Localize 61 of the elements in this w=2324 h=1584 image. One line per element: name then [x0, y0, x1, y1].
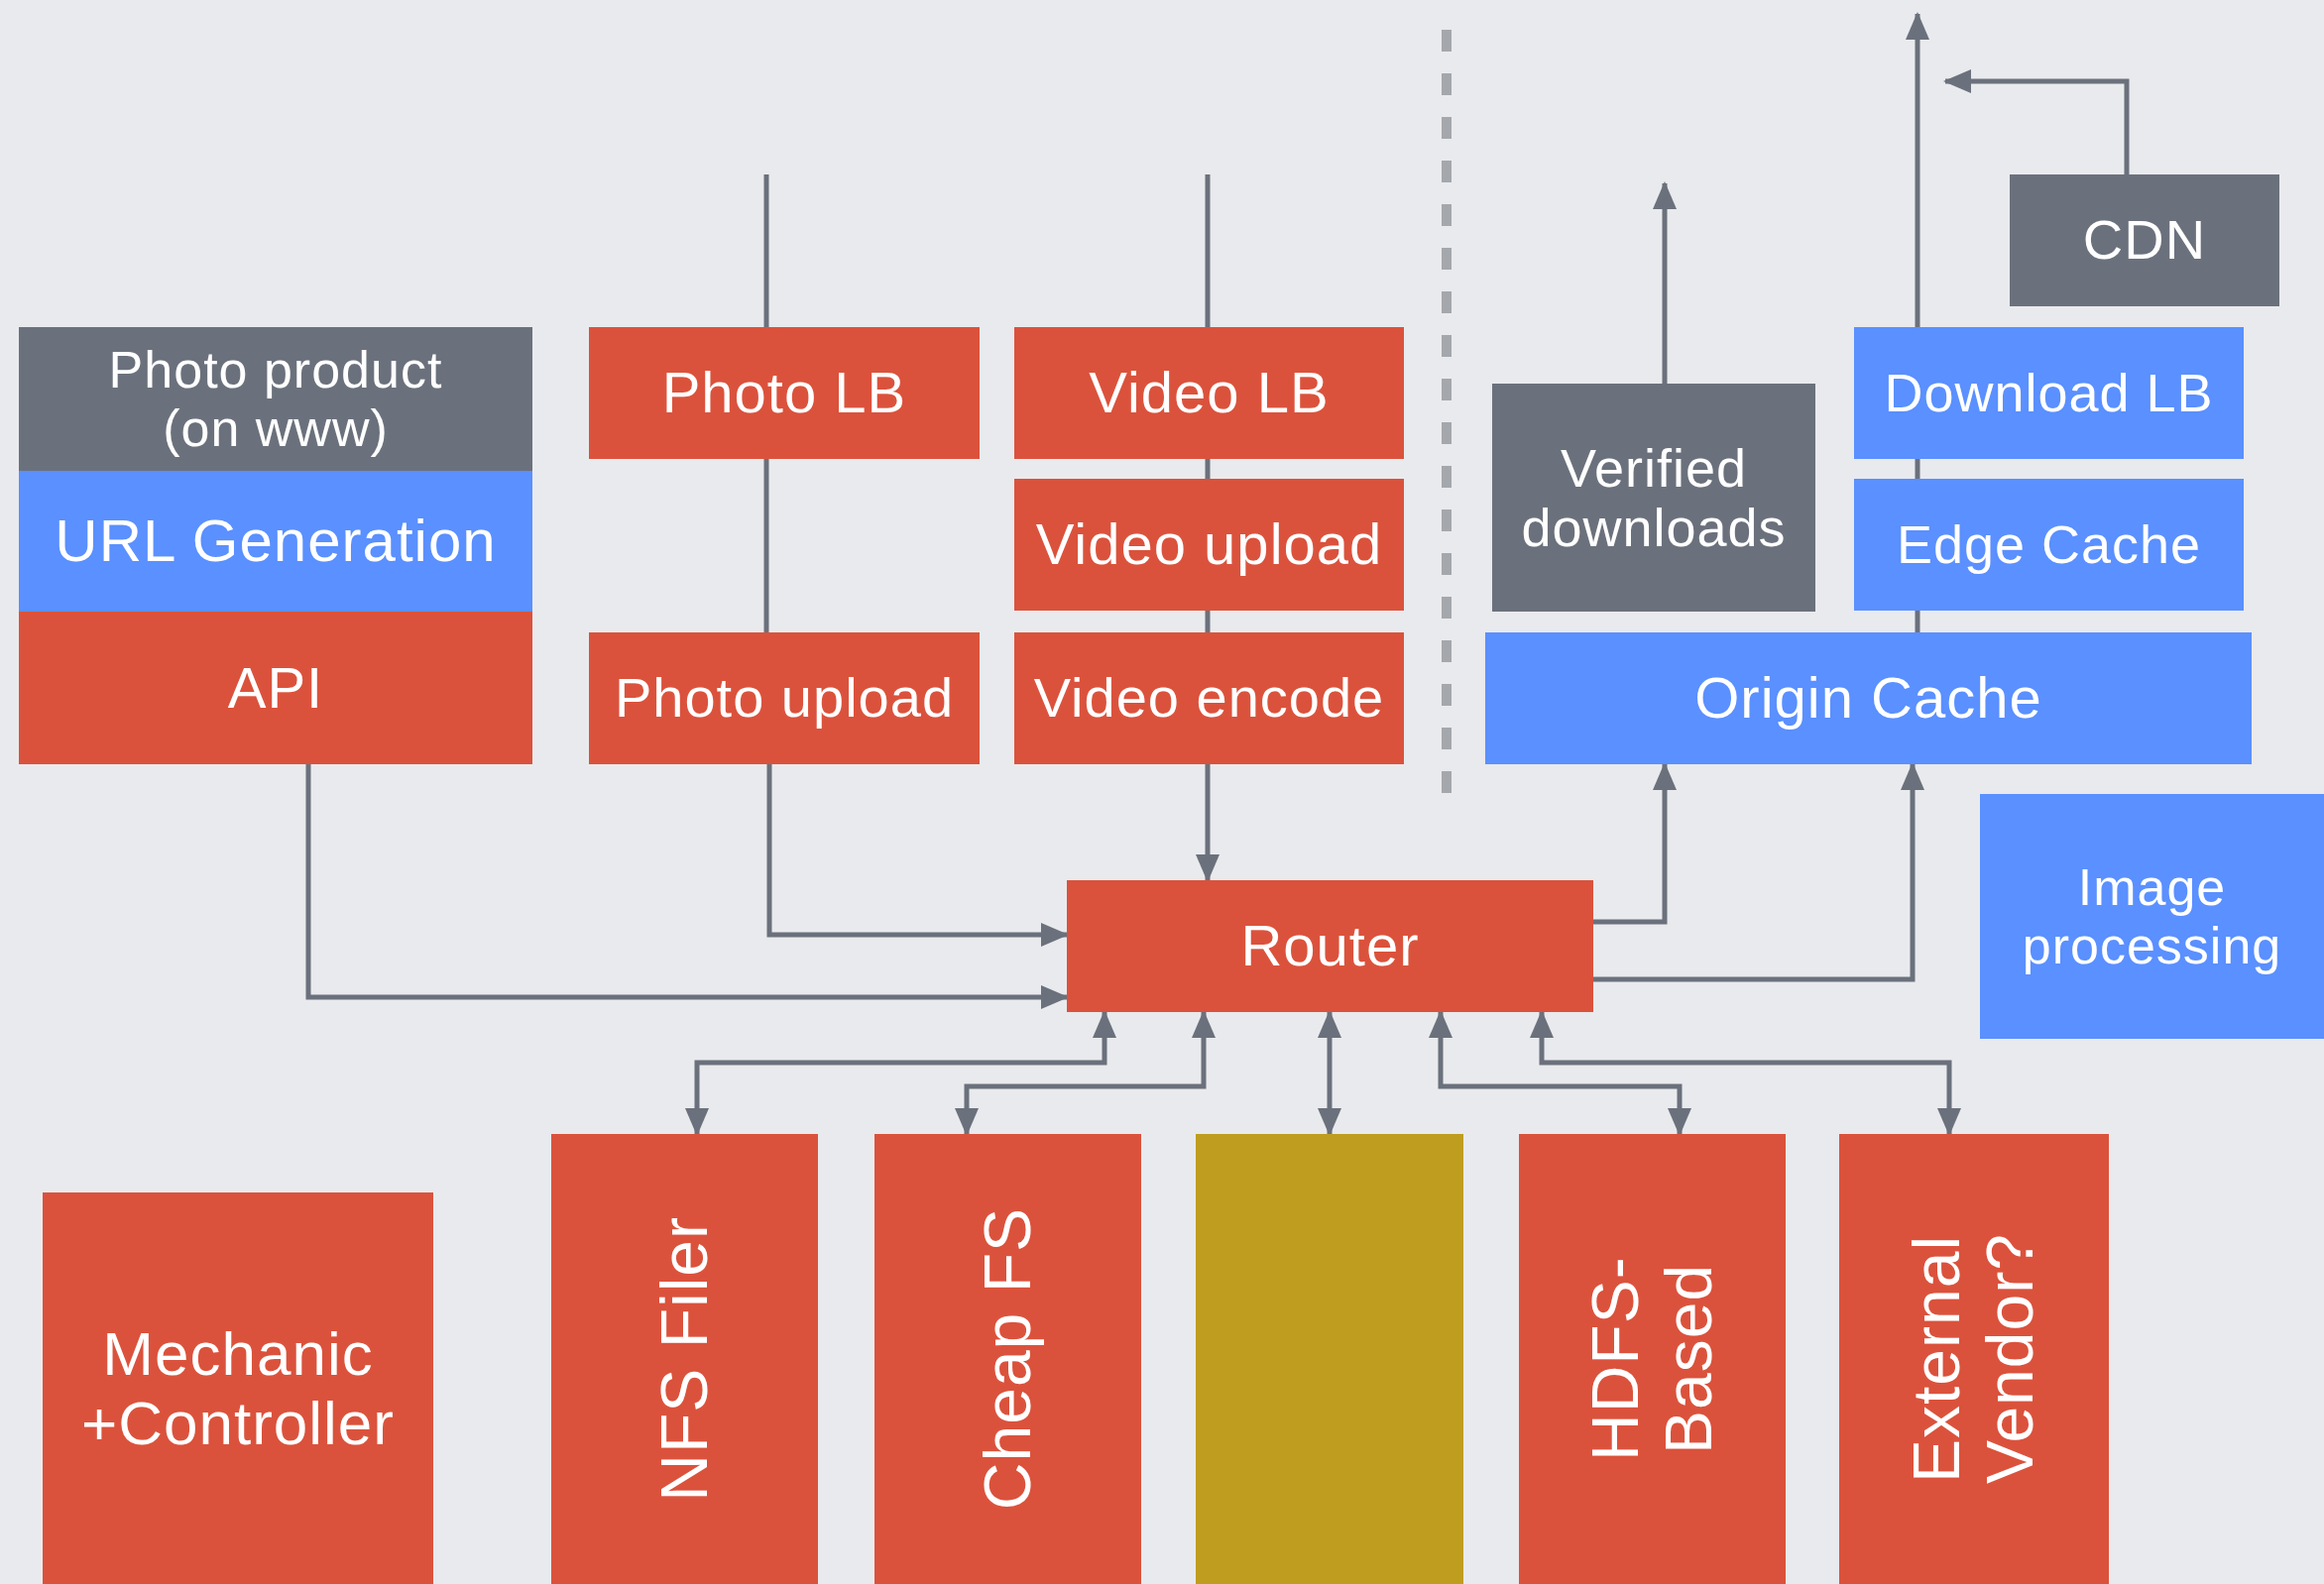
box-label: Origin Cache — [1694, 666, 2042, 731]
box-label: Edge Cache — [1896, 514, 2202, 575]
arrow — [1429, 1010, 1691, 1136]
box-label: Download LB — [1884, 363, 2214, 423]
box-label: Video encode — [1033, 667, 1385, 730]
connector-line — [1205, 174, 1211, 327]
arrow — [1196, 764, 1220, 882]
process-box — [1014, 479, 1404, 611]
storage-box — [1519, 1134, 1786, 1584]
storage-box — [551, 1134, 818, 1584]
connector-line — [1205, 611, 1211, 632]
box-label: Photo upload — [614, 667, 955, 730]
box-label: CDN — [2082, 209, 2207, 272]
box-label: URL Generation — [55, 508, 497, 575]
arrow — [1593, 762, 1677, 925]
process-box — [1485, 632, 2252, 764]
storage-box — [1839, 1134, 2109, 1584]
arrow — [1653, 181, 1677, 384]
connector-line — [1205, 459, 1211, 479]
arrow — [1593, 762, 1924, 982]
process-box — [19, 327, 532, 471]
storage-box — [1196, 1134, 1463, 1584]
box-label: NFS Filer — [647, 1216, 722, 1502]
process-box — [1067, 880, 1593, 1012]
process-box — [1492, 384, 1815, 612]
arrow — [1318, 1010, 1341, 1136]
box-label: Photo LB — [661, 361, 907, 425]
process-box — [19, 612, 532, 764]
box-label: External Vendor? — [1901, 1232, 2047, 1487]
process-box — [1014, 327, 1404, 459]
process-box — [2010, 174, 2279, 306]
arrow — [1906, 12, 1929, 327]
arrow — [766, 764, 1069, 947]
arrow — [1530, 1010, 1961, 1136]
box-label: API — [227, 655, 324, 721]
box-label: Cheap FS — [971, 1207, 1045, 1511]
arrow — [685, 1010, 1116, 1136]
process-box — [589, 632, 980, 764]
box-label: Mechanic +Controller — [80, 1319, 396, 1457]
process-box — [1854, 327, 2244, 459]
arrow — [955, 1010, 1216, 1136]
arrow — [305, 764, 1069, 1009]
box-label: Verified downloads — [1520, 437, 1788, 558]
connector-line — [763, 174, 769, 327]
process-box — [1014, 632, 1404, 764]
box-label: Image processing — [2021, 858, 2283, 974]
process-box — [43, 1192, 433, 1584]
process-box — [1854, 479, 2244, 611]
box-label: Router — [1240, 914, 1420, 978]
process-box — [1980, 794, 2324, 1039]
storage-box — [874, 1134, 1141, 1584]
connector-line — [1915, 611, 1920, 632]
box-label: HDFS- Based — [1578, 1255, 1726, 1464]
process-box — [19, 471, 532, 612]
arrow — [1943, 69, 2130, 174]
box-label: Video LB — [1089, 361, 1330, 425]
box-label: Video upload — [1035, 512, 1383, 577]
process-box — [589, 327, 980, 459]
box-label: Photo product (on www) — [107, 341, 444, 457]
connector-line — [1915, 459, 1920, 479]
connector-line — [763, 459, 769, 632]
